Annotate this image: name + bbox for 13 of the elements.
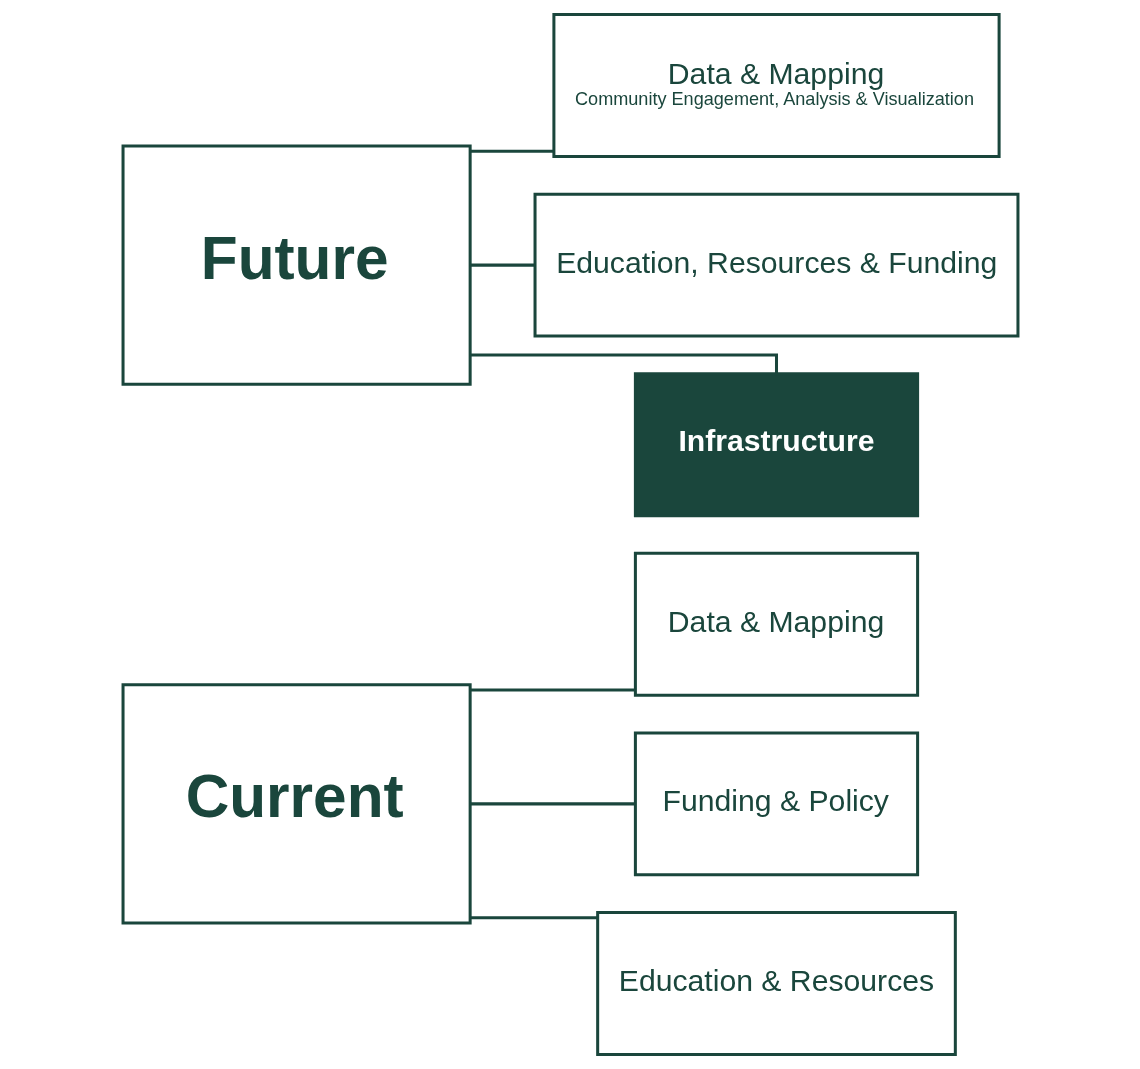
node-box: Data & Mapping	[633, 551, 919, 697]
node-box: Future	[121, 144, 472, 386]
node-box: Education, Resources & Funding	[533, 192, 1019, 338]
node-box: Infrastructure	[633, 372, 919, 518]
connector	[470, 263, 535, 267]
node-box: Data & Mapping Community Engagement, Analysis & Visualization	[551, 13, 1001, 158]
node-box: Education & Resources	[595, 911, 957, 1056]
connector	[470, 916, 597, 920]
node-box: Current	[121, 683, 472, 925]
node-box: Funding & Policy	[633, 731, 919, 877]
connector	[470, 688, 635, 692]
connector	[470, 149, 553, 153]
connector	[470, 802, 635, 806]
